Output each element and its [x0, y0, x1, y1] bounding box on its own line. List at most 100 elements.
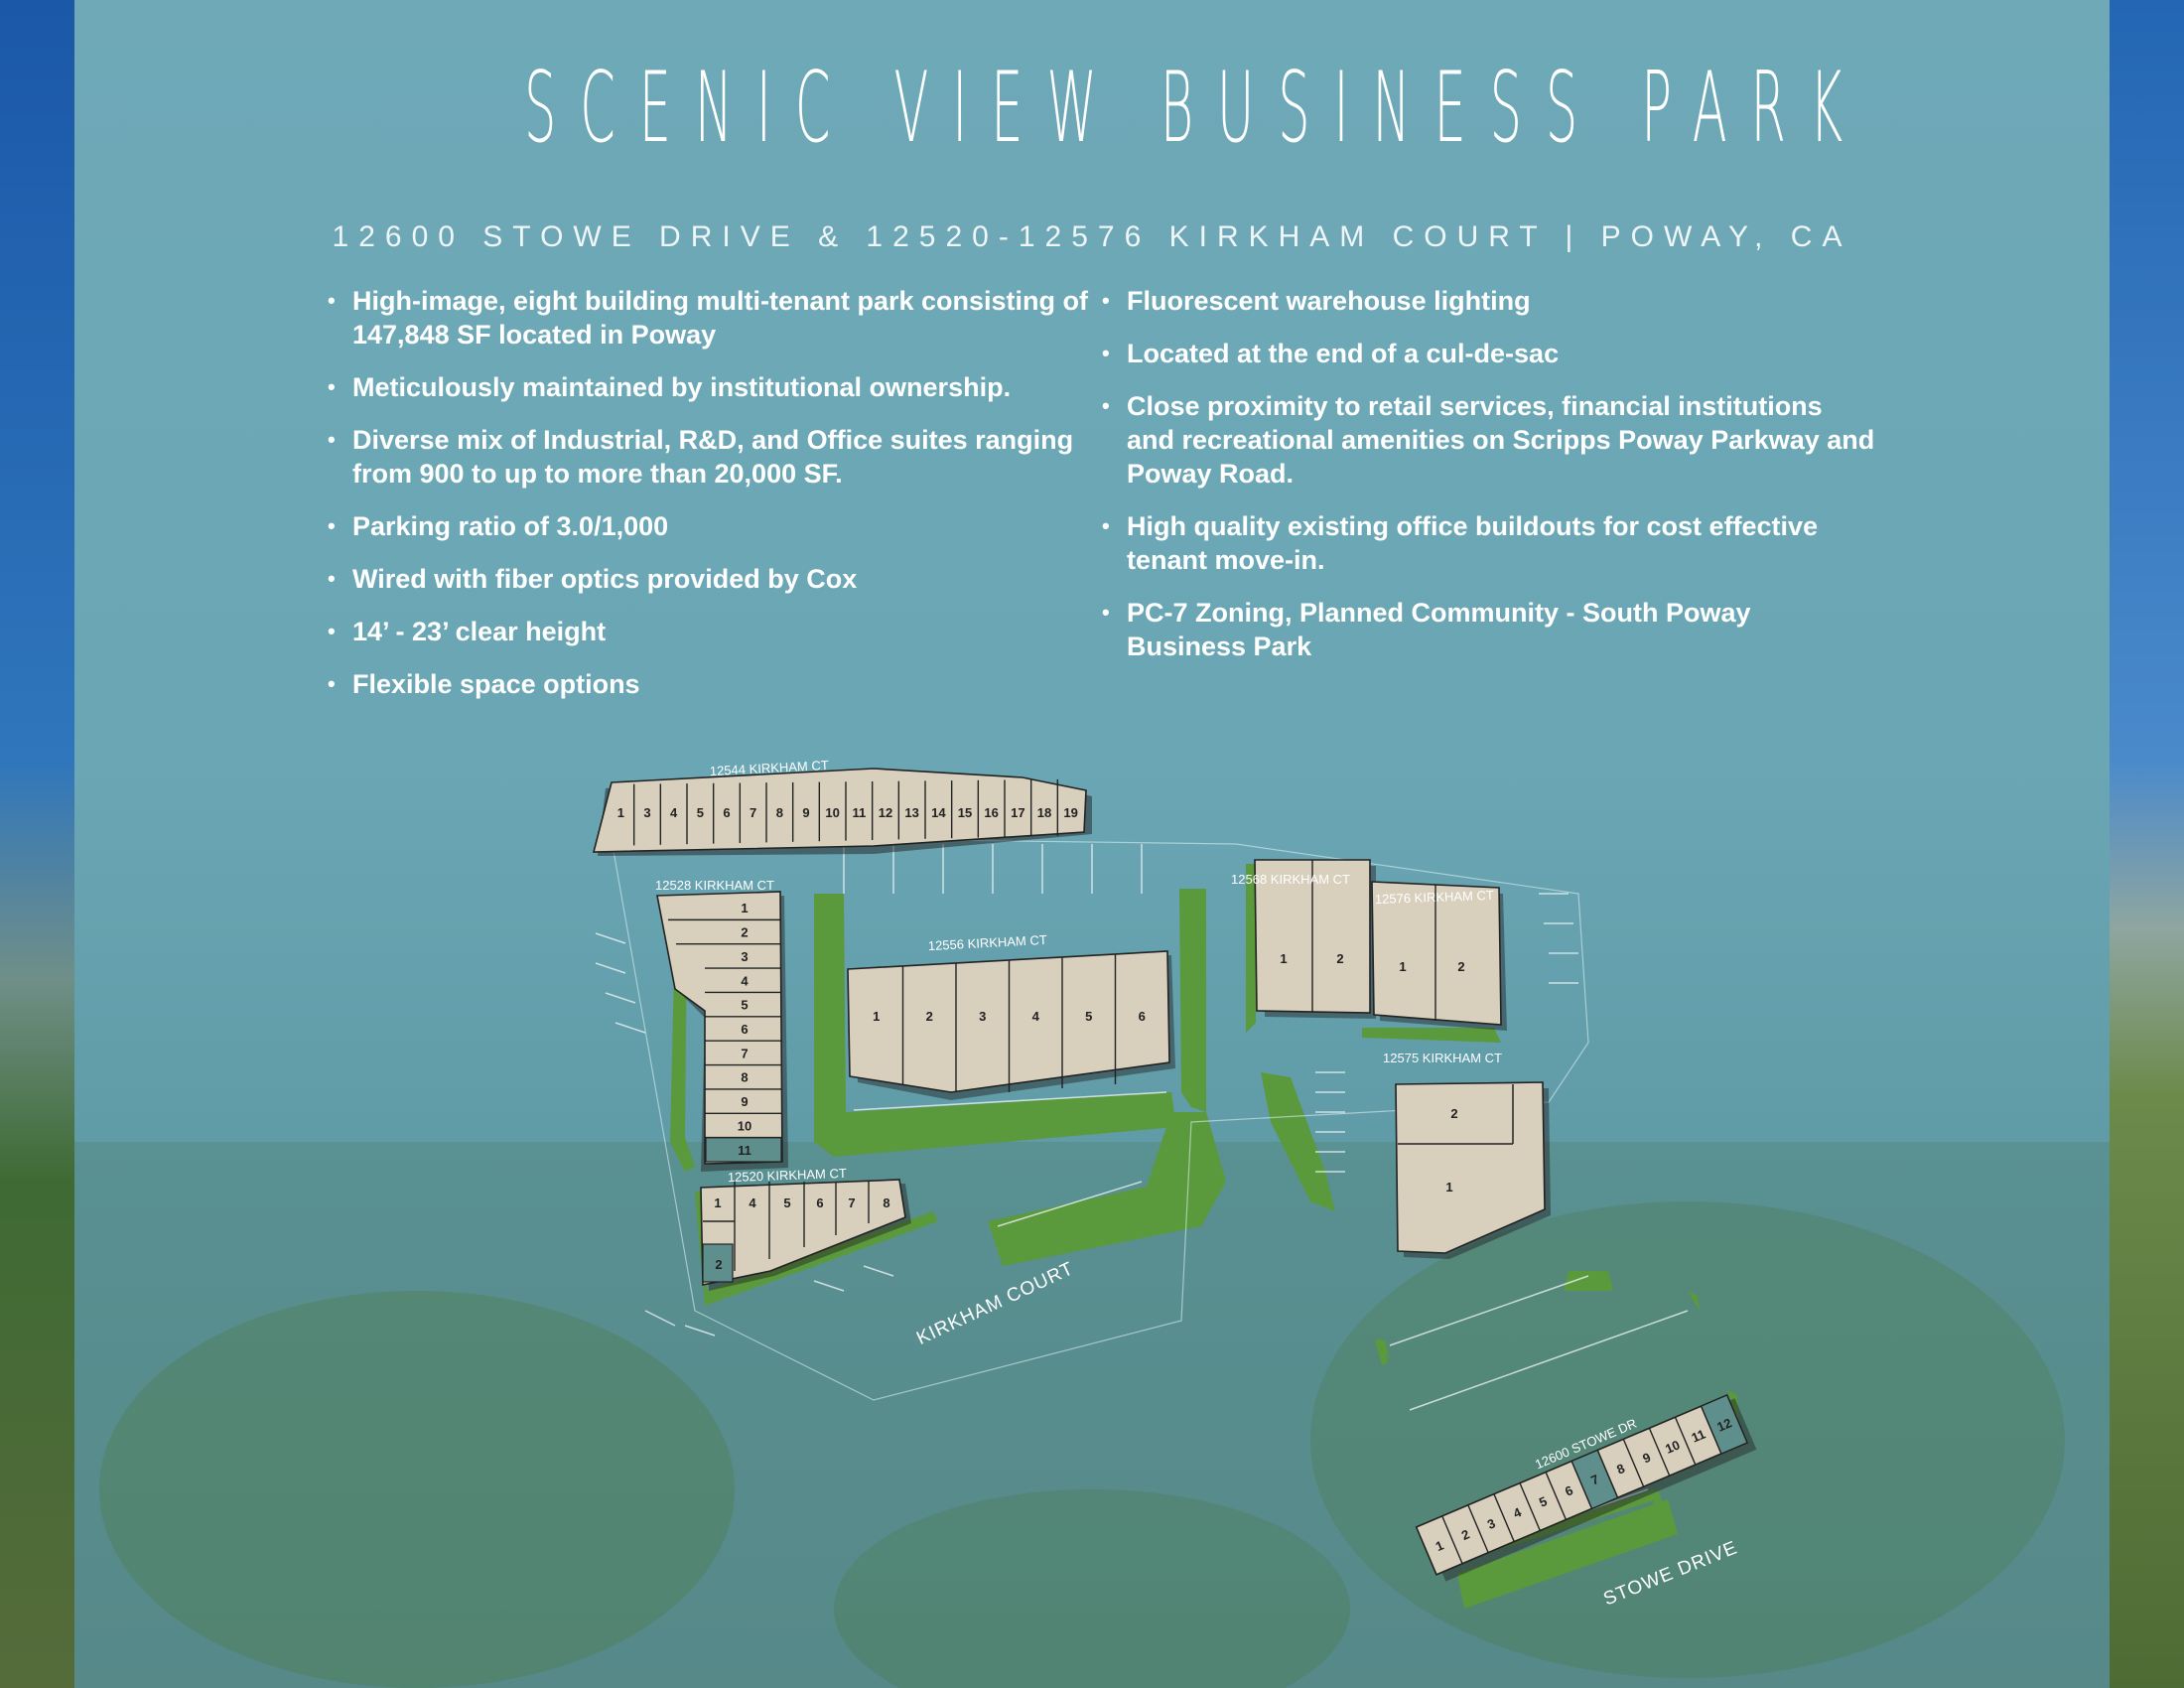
suite-number: 16 [984, 805, 998, 820]
suite-number: 2 [741, 925, 748, 940]
feature-item: Located at the end of a cul-de-sac [1102, 337, 1876, 370]
suite-number: 10 [1663, 1437, 1682, 1456]
suite-divider [1596, 1450, 1619, 1498]
feature-item: 14’ - 23’ clear height [328, 615, 1102, 648]
suite-number: 13 [904, 805, 918, 820]
feature-list-left: High-image, eight building multi-tenant … [328, 284, 1102, 720]
feature-item: Wired with fiber optics provided by Cox [328, 562, 1102, 596]
suite-number: 8 [741, 1070, 748, 1085]
building-label: 12544 KIRKHAM CT [709, 758, 829, 778]
building-12576: 1 2 12576 KIRKHAM CT [1371, 881, 1507, 1031]
aerial-photo-right-edge [2110, 0, 2184, 1688]
suite-number: 11 [738, 1143, 751, 1158]
suite-number: 8 [776, 805, 783, 820]
suite-number: 2 [1457, 959, 1464, 974]
parking-stripes [595, 844, 1689, 1560]
suite-number: 1 [1445, 1180, 1452, 1195]
feature-item: Fluorescent warehouse lighting [1102, 284, 1876, 318]
suite-divider [1467, 1504, 1489, 1553]
feature-item: Diverse mix of Industrial, R&D, and Offi… [328, 423, 1102, 491]
suite-number: 1 [1399, 959, 1406, 974]
suite-number: 19 [1063, 805, 1077, 820]
suite-number: 5 [741, 998, 748, 1013]
landscape-area [1179, 889, 1206, 1112]
site-boundary [610, 833, 1589, 1401]
building-label: 12575 KIRKHAM CT [1383, 1051, 1502, 1065]
suite-divider [1622, 1439, 1645, 1487]
landscape-area [814, 894, 1176, 1157]
suite-number: 1 [1280, 951, 1287, 966]
suite-number: 2 [1450, 1106, 1457, 1121]
building-12575: 2 1 12575 KIRKHAM CT [1383, 1051, 1551, 1259]
building-label: 12568 KIRKHAM CT [1231, 872, 1350, 887]
tree-cluster [99, 1291, 735, 1688]
suite-number: 2 [1336, 951, 1343, 966]
suite-number: 7 [848, 1196, 855, 1210]
suite-divider [1700, 1405, 1722, 1455]
suite-number: 5 [1085, 1009, 1092, 1024]
suite-number: 4 [741, 973, 749, 988]
building-label: 12528 KIRKHAM CT [655, 878, 774, 893]
landscape-area [1457, 1499, 1678, 1609]
suite-number: 12 [879, 805, 892, 820]
landscape-area [695, 1192, 938, 1306]
feature-item: High quality existing office buildouts f… [1102, 509, 1876, 577]
suite-number: 1 [741, 901, 748, 915]
suite-number: 17 [1011, 805, 1024, 820]
landscape-area [1564, 1271, 1613, 1291]
suite-number: 10 [825, 805, 839, 820]
landscape-area [988, 1112, 1226, 1266]
suite-number: 2 [715, 1257, 722, 1272]
suite-number: 15 [958, 805, 972, 820]
suite-number: 4 [1032, 1009, 1040, 1024]
suite-number: 4 [749, 1196, 756, 1210]
suite-number: 7 [750, 805, 756, 820]
suite-divider [1493, 1493, 1515, 1542]
building-12556: 1 2 3 4 5 6 12556 KIRKHAM CT [847, 932, 1175, 1100]
suite-number: 3 [643, 805, 650, 820]
landscape-area [1362, 1028, 1501, 1043]
landscape-area [1688, 1291, 1700, 1311]
feature-item: Parking ratio of 3.0/1,000 [328, 509, 1102, 543]
building-12568: 1 2 12568 KIRKHAM CT [1231, 859, 1376, 1019]
highlighted-suite [705, 1137, 782, 1163]
building-label: 12520 KIRKHAM CT [728, 1166, 847, 1185]
suite-number: 9 [741, 1094, 748, 1109]
landscape-area [1246, 864, 1256, 1033]
suite-number: 9 [802, 805, 809, 820]
suite-number: 3 [979, 1009, 986, 1024]
suite-number: 5 [697, 805, 704, 820]
building-label: 12576 KIRKHAM CT [1375, 888, 1494, 907]
suite-number: 1 [873, 1009, 880, 1024]
address-subtitle: 12600 STOWE DRIVE & 12520-12576 KIRKHAM … [332, 220, 1852, 253]
suite-number: 11 [1690, 1426, 1708, 1445]
suite-divider [1441, 1515, 1463, 1564]
page-title: SCENIC VIEW BUSINESS PARK [524, 52, 1867, 165]
suite-number: 1 [617, 805, 624, 820]
suite-number: 6 [1139, 1009, 1146, 1024]
suite-number: 3 [741, 949, 748, 964]
suite-divider [1570, 1461, 1593, 1509]
suite-divider [1648, 1428, 1671, 1477]
landscape-area [1375, 1338, 1388, 1365]
feature-item: Close proximity to retail services, fina… [1102, 389, 1876, 491]
suite-number: 6 [741, 1022, 748, 1037]
suite-number: 12 [1714, 1415, 1733, 1434]
suite-number: 10 [738, 1118, 751, 1133]
building-12528: 1 2 3 4 5 6 7 8 9 10 11 12528 KIRKHAM CT [655, 878, 788, 1172]
suite-divider [1674, 1416, 1697, 1466]
suite-divider [1545, 1472, 1568, 1520]
suite-number: 7 [741, 1046, 748, 1060]
suite-number: 6 [816, 1196, 823, 1210]
suite-divider [1519, 1482, 1541, 1531]
suite-number: 8 [883, 1196, 889, 1210]
suite-number: 2 [926, 1009, 933, 1024]
landscape-area [1261, 1072, 1335, 1211]
feature-item: High-image, eight building multi-tenant … [328, 284, 1102, 352]
suite-number: 4 [670, 805, 678, 820]
building-label: 12556 KIRKHAM CT [927, 932, 1047, 953]
